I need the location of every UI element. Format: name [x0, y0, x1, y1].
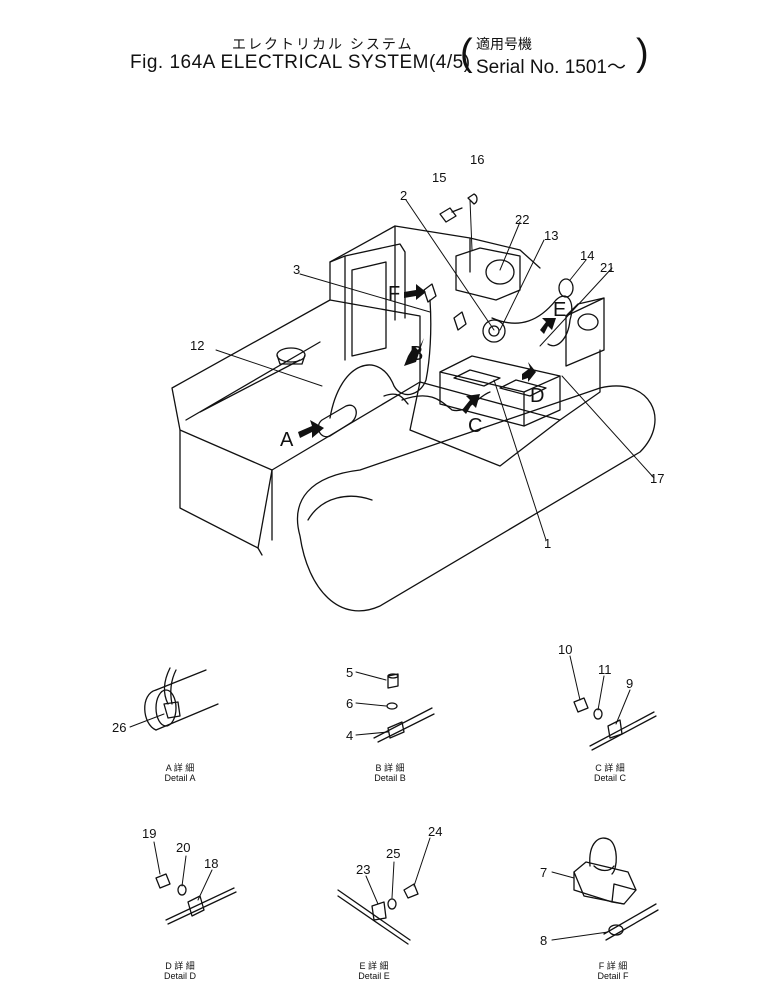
callout-22: 22	[515, 212, 529, 227]
detail-letter-labels: A B C D E F	[280, 283, 566, 451]
arrow-b	[404, 338, 424, 366]
serial-range-japanese: 適用号機	[476, 36, 532, 52]
main-leader-lines	[215, 199, 655, 541]
callout-2: 2	[400, 188, 407, 203]
figure-title: Fig. 164A ELECTRICAL SYSTEM(4/5)	[130, 52, 471, 73]
detail-f-caption: F 詳 細 Detail F	[578, 961, 648, 981]
detail-a-caption-jp: A 詳 細	[165, 763, 195, 773]
callout-13: 13	[544, 228, 558, 243]
letter-e: E	[553, 299, 566, 321]
callout-15: 15	[432, 170, 446, 185]
callout-12: 12	[190, 338, 204, 353]
detail-d-caption: D 詳 細 Detail D	[145, 961, 215, 981]
detail-e-caption-jp: E 詳 細	[359, 961, 389, 971]
detail-d-caption-jp: D 詳 細	[165, 961, 195, 971]
detail-c-drawing: 10 11 9	[558, 642, 657, 751]
callout-16: 16	[470, 152, 484, 167]
detail-b-callout-4: 4	[346, 728, 353, 743]
detail-c-callout-11: 11	[598, 662, 612, 677]
detail-b-callout-6: 6	[346, 696, 353, 711]
arrow-c	[462, 394, 480, 414]
detail-f-caption-jp: F 詳 細	[598, 961, 628, 971]
detail-c-callout-10: 10	[558, 642, 572, 657]
detail-a-callout-26: 26	[112, 720, 126, 735]
arrow-f	[404, 284, 426, 300]
detail-b-drawing: 5 6 4	[346, 665, 435, 743]
detail-c-caption-jp: C 詳 細	[595, 763, 625, 773]
detail-d-drawing: 19 20 18	[142, 826, 237, 925]
detail-e-caption: E 詳 細 Detail E	[339, 961, 409, 981]
serial-range: Serial No. 1501～	[476, 57, 626, 78]
detail-d-callout-20: 20	[176, 840, 190, 855]
detail-e-callout-23: 23	[356, 862, 370, 877]
callout-3: 3	[293, 262, 300, 277]
detail-a-caption: A 詳 細 Detail A	[145, 763, 215, 783]
detail-e-callout-24: 24	[428, 824, 442, 839]
detail-a-caption-en: Detail A	[164, 773, 196, 783]
detail-e-callout-25: 25	[386, 846, 400, 861]
letter-f: F	[388, 283, 400, 305]
detail-d-callout-19: 19	[142, 826, 156, 841]
letter-b: B	[410, 343, 423, 365]
detail-a-drawing: 26	[112, 667, 219, 735]
detail-c-callout-9: 9	[626, 676, 633, 691]
detail-f-callout-7: 7	[540, 865, 547, 880]
detail-b-caption-jp: B 詳 細	[375, 763, 405, 773]
callout-14: 14	[580, 248, 594, 263]
letter-a: A	[280, 429, 294, 451]
callout-21: 21	[600, 260, 614, 275]
arrow-a	[298, 420, 324, 438]
detail-e-caption-en: Detail E	[358, 971, 390, 981]
machine-body-drawing	[171, 193, 656, 612]
detail-b-callout-5: 5	[346, 665, 353, 680]
open-paren-glyph: (	[460, 32, 473, 74]
letter-d: D	[530, 385, 544, 407]
letter-c: C	[468, 415, 482, 437]
detail-b-caption: B 詳 細 Detail B	[355, 763, 425, 783]
detail-d-callout-18: 18	[204, 856, 218, 871]
detail-f-callout-8: 8	[540, 933, 547, 948]
callout-1: 1	[544, 536, 551, 551]
detail-f-caption-en: Detail F	[597, 971, 629, 981]
detail-d-caption-en: Detail D	[163, 971, 196, 981]
detail-f-drawing: 7 8	[540, 837, 659, 948]
main-callout-labels: 1 2 3 12 13 14 15 16 17 21 22	[190, 152, 664, 551]
detail-e-drawing: 23 25 24	[337, 824, 442, 945]
callout-17: 17	[650, 471, 664, 486]
close-paren-glyph: )	[636, 32, 649, 74]
arrow-d	[522, 362, 536, 382]
figure-title-japanese: エレクトリカル システム	[232, 36, 414, 52]
detail-b-caption-en: Detail B	[374, 773, 406, 783]
detail-arrows	[298, 284, 556, 438]
detail-c-caption: C 詳 細 Detail C	[575, 763, 645, 783]
arrow-e	[540, 318, 556, 334]
detail-c-caption-en: Detail C	[593, 773, 626, 783]
